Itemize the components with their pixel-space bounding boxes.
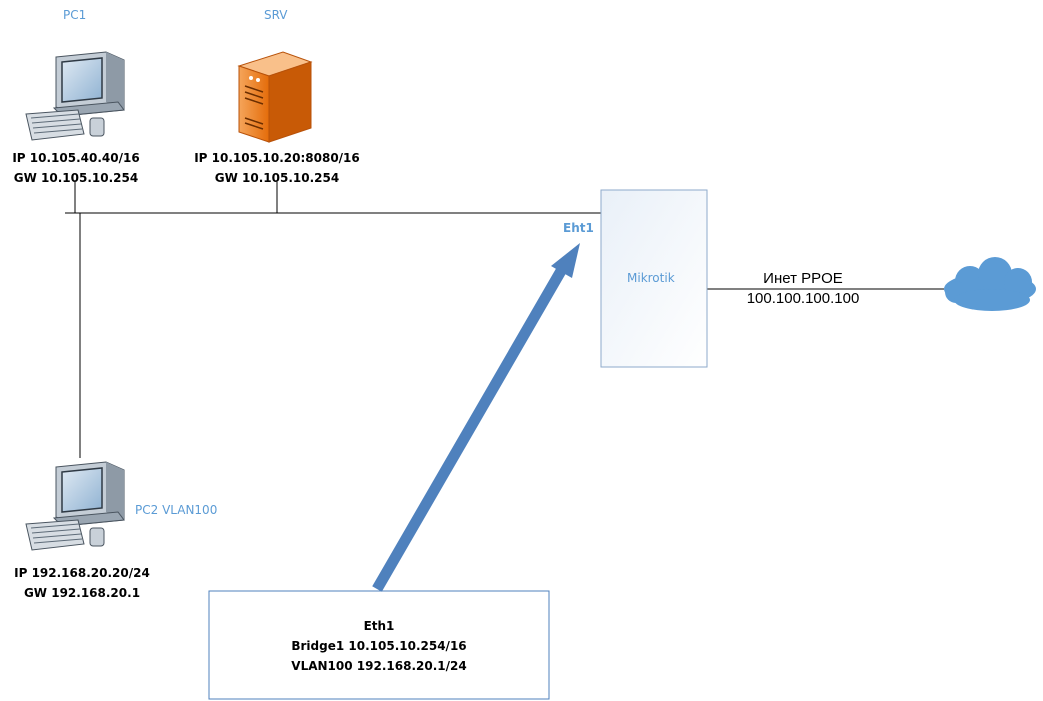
- wan-info: Инет PPOE 100.100.100.100: [728, 269, 878, 309]
- pc2-name: PC2 VLAN100: [135, 503, 218, 517]
- pc1-computer-icon[interactable]: [25, 51, 125, 141]
- srv-ip: IP 10.105.10.20:8080/16: [194, 151, 360, 165]
- srv-gw: GW 10.105.10.254: [214, 171, 340, 185]
- config-line2: Bridge1 10.105.10.254/16: [291, 639, 467, 653]
- config-box: [208, 590, 550, 700]
- internet-cloud-icon: [944, 257, 1036, 311]
- srv-server-icon[interactable]: [237, 51, 313, 143]
- router-name: Mikrotik: [627, 271, 675, 285]
- pc1-address: IP 10.105.40.40/16 GW 10.105.10.254: [8, 148, 144, 188]
- srv-name: SRV: [264, 8, 288, 22]
- pc2-computer-icon[interactable]: [25, 461, 125, 551]
- pc1-name: PC1: [63, 8, 87, 22]
- pc2-address: IP 192.168.20.20/24 GW 192.168.20.1: [6, 563, 158, 603]
- pc1-ip: IP 10.105.40.40/16: [12, 151, 140, 165]
- config-text: Eth1 Bridge1 10.105.10.254/16 VLAN100 19…: [209, 616, 549, 676]
- wan-ip: 100.100.100.100: [746, 290, 860, 307]
- mikrotik-router[interactable]: [600, 189, 708, 368]
- wan-line1: Инет PPOE: [763, 270, 843, 287]
- pc1-gw: GW 10.105.10.254: [13, 171, 139, 185]
- pc2-gw: GW 192.168.20.1: [23, 586, 141, 600]
- port-arrow: [372, 243, 580, 592]
- srv-address: IP 10.105.10.20:8080/16 GW 10.105.10.254: [194, 148, 360, 188]
- config-line3: VLAN100 192.168.20.1/24: [291, 659, 467, 673]
- config-line1: Eth1: [363, 619, 395, 633]
- pc2-ip: IP 192.168.20.20/24: [14, 566, 150, 580]
- router-port-label: Eht1: [563, 221, 594, 235]
